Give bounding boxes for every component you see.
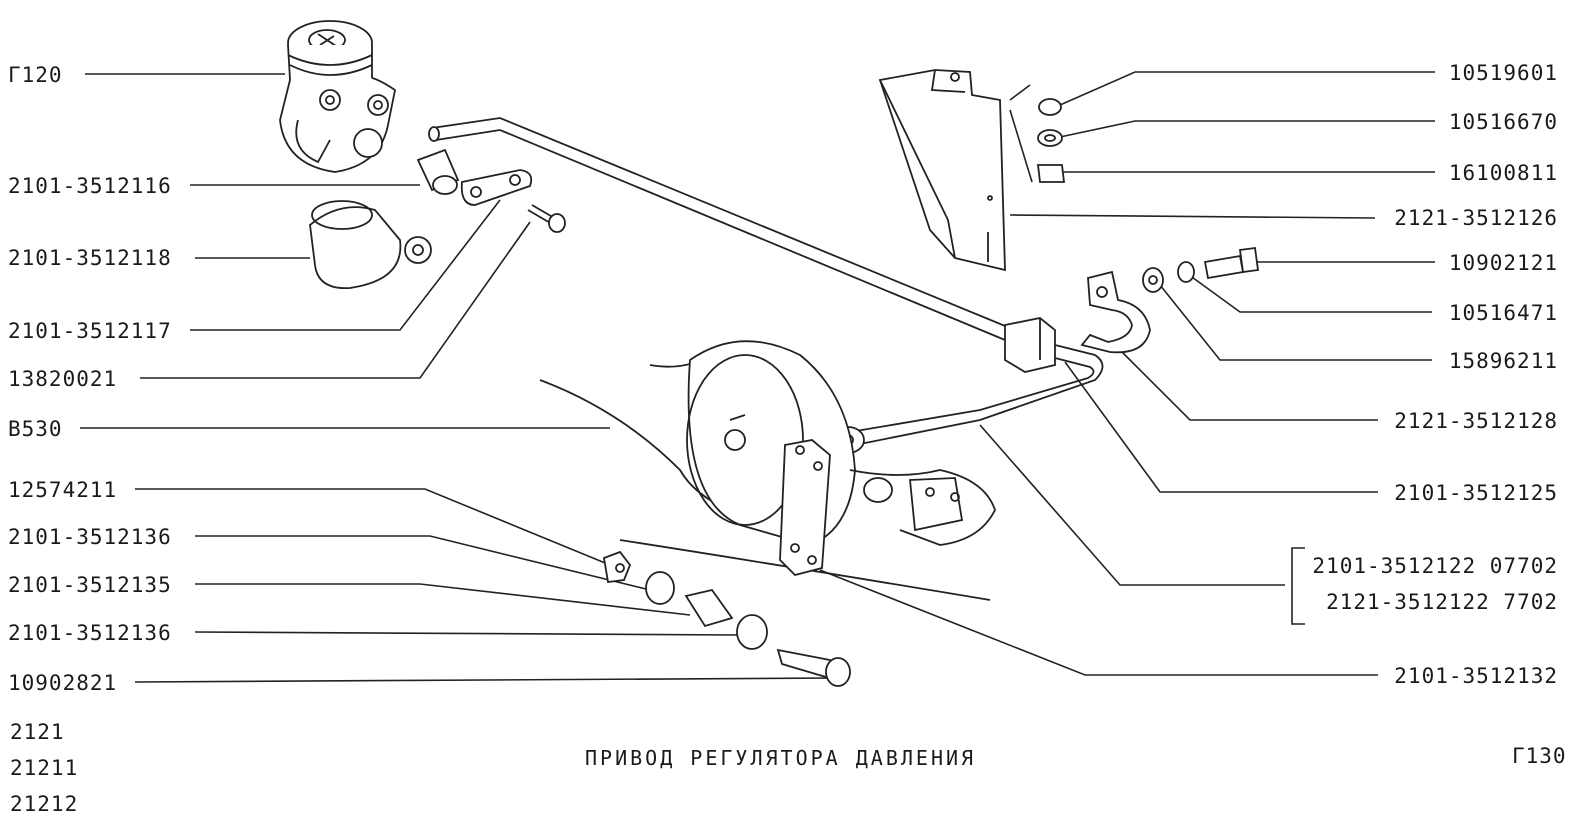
callout-label: 2121-3512128 bbox=[1394, 409, 1558, 433]
callout-label: 10516670 bbox=[1448, 110, 1558, 134]
callout-label: 15896211 bbox=[1448, 349, 1558, 373]
callout-label: 2101-3512136 bbox=[8, 525, 172, 549]
callout-label: 2101-3512116 bbox=[8, 174, 172, 198]
model-item: 21211 bbox=[10, 756, 79, 780]
callout-label: 10519601 bbox=[1448, 61, 1558, 85]
callout-label: 10516471 bbox=[1448, 301, 1558, 325]
callout-label: 10902121 bbox=[1448, 251, 1558, 275]
callout-label: 2121-3512122 7702 bbox=[1326, 590, 1558, 614]
bushing-plate-drawing bbox=[309, 148, 566, 289]
callout-label: 16100811 bbox=[1448, 161, 1558, 185]
model-list: 2121 21211 21212 bbox=[10, 714, 78, 822]
pressure-regulator-drawing bbox=[279, 20, 397, 173]
callout-label: 2101-3512125 bbox=[1394, 481, 1558, 505]
callout-label: 12574211 bbox=[8, 478, 118, 502]
callout-label: 2101-3512117 bbox=[8, 319, 172, 343]
callout-label: 2121-3512126 bbox=[1394, 206, 1558, 230]
leader-lines-left bbox=[80, 73, 836, 683]
page-code: Г130 bbox=[1512, 744, 1567, 768]
callout-label: В530 bbox=[8, 417, 63, 441]
callout-label: 13820021 bbox=[8, 367, 118, 391]
callout-label: 10902821 bbox=[8, 671, 118, 695]
callout-label: 2101-3512136 bbox=[8, 621, 172, 645]
link-drawing bbox=[779, 439, 831, 577]
callout-label: 2101-3512118 bbox=[8, 246, 172, 270]
lower-fasteners-drawing bbox=[602, 550, 851, 687]
callout-label: Г120 bbox=[8, 63, 63, 87]
model-item: 21212 bbox=[10, 792, 79, 816]
model-item: 2121 bbox=[10, 720, 65, 744]
clip-fasteners-drawing bbox=[1080, 246, 1260, 354]
bracket-drawing bbox=[878, 69, 1066, 272]
callout-label: 2101-3512132 bbox=[1394, 664, 1558, 688]
diagram-title: ПРИВОД РЕГУЛЯТОРА ДАВЛЕНИЯ bbox=[585, 746, 977, 770]
callout-label: 2101-3512135 bbox=[8, 573, 172, 597]
rod-drawing bbox=[428, 117, 1104, 454]
leader-lines-right bbox=[819, 71, 1435, 676]
callout-label: 2101-3512122 07702 bbox=[1312, 554, 1558, 578]
